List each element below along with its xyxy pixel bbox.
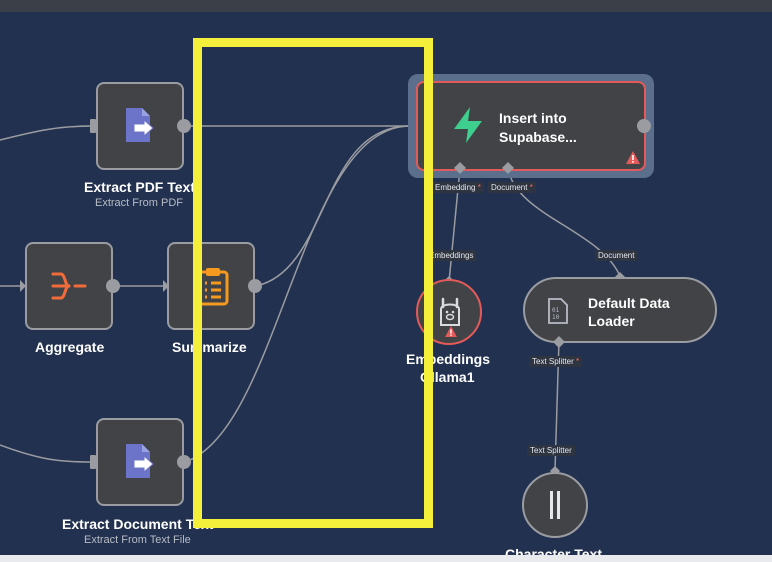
node-insert-supabase[interactable]: Insert into Supabase...	[416, 81, 646, 171]
summarize-output-port[interactable]	[248, 279, 262, 293]
document-input-port[interactable]	[90, 455, 96, 469]
node-title: Insert into	[499, 110, 567, 126]
annotation-highlight	[193, 38, 433, 528]
node-title: Loader	[588, 313, 635, 329]
aggregate-icon	[51, 272, 87, 300]
node-label: Ollama1	[420, 369, 475, 385]
aggregate-output-port[interactable]	[106, 279, 120, 293]
pdf-file-icon	[126, 108, 154, 142]
supabase-output-port[interactable]	[637, 119, 651, 133]
pdf-file-icon	[126, 444, 154, 478]
top-toolbar-strip	[0, 0, 772, 12]
port-label-document: Document *	[488, 182, 536, 193]
node-default-data-loader[interactable]: 01 10 Default Data Loader	[523, 277, 717, 343]
node-label: Summarize	[172, 339, 247, 355]
edge-left-pdf	[0, 125, 93, 141]
port-label-text-splitter: Text Splitter *	[529, 356, 583, 367]
node-character-text-splitter[interactable]	[522, 472, 588, 538]
warning-icon	[445, 326, 457, 337]
text-splitter-port-diamond[interactable]	[553, 336, 565, 348]
node-subtitle: Extract From PDF	[95, 197, 184, 209]
pdf-output-port[interactable]	[177, 119, 191, 133]
port-label-embeddings: Embeddings	[426, 250, 477, 261]
node-extract-document[interactable]	[96, 418, 184, 506]
bottom-strip	[0, 555, 772, 562]
node-title: Supabase...	[499, 129, 577, 145]
port-label-embedding: Embedding *	[432, 182, 484, 193]
document-port-diamond[interactable]	[502, 162, 514, 174]
pdf-input-port[interactable]	[90, 119, 96, 133]
splitter-icon	[550, 491, 560, 519]
node-aggregate[interactable]	[25, 242, 113, 330]
node-subtitle: Extract From Text File	[84, 534, 191, 546]
supabase-bolt-icon	[454, 107, 482, 143]
svg-text:01: 01	[552, 307, 560, 314]
node-label: Extract Document Text	[62, 516, 214, 532]
svg-text:10: 10	[552, 314, 560, 321]
binary-file-icon: 01 10	[548, 298, 568, 324]
port-label-text-splitter-out: Text Splitter	[527, 445, 575, 456]
port-label-document-in: Document	[595, 250, 638, 261]
warning-icon	[626, 151, 640, 164]
node-label: Aggregate	[35, 339, 105, 355]
embedding-port-diamond[interactable]	[454, 162, 466, 174]
node-label: Extract PDF Text	[84, 179, 195, 195]
node-title: Default Data	[588, 295, 670, 311]
edge-left-doc	[0, 444, 93, 463]
node-extract-pdf[interactable]	[96, 82, 184, 170]
document-output-port[interactable]	[177, 455, 191, 469]
llama-icon	[440, 297, 460, 326]
edge-doc-insert	[184, 125, 411, 463]
